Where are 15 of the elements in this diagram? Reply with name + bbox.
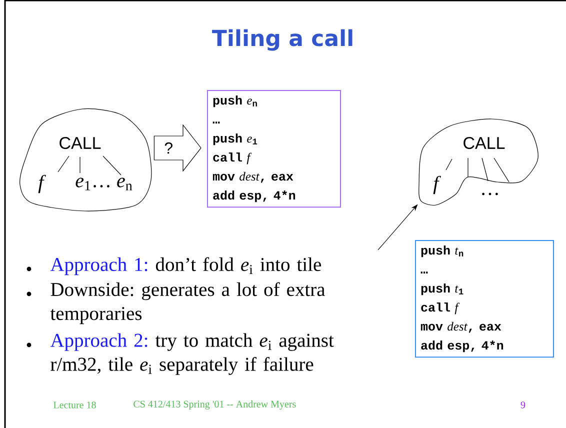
page-number: 9	[520, 402, 526, 408]
block-arrow	[154, 124, 202, 172]
footer-text: Lecture 18	[54, 402, 96, 408]
footer-text: CS 412/413 Spring '01 -- Andrew Myers	[134, 400, 296, 410]
code-box: push t$_{n}$ … push t$_{1}$ call f mov dest, eax add esp, 4*n	[415, 240, 554, 358]
bullet-text: Approach 1: don’t fold e$_{i}$ into tile	[50, 257, 321, 276]
title: Tiling a call	[212, 29, 352, 51]
bullet-text: Approach 2: try to match e$_{i}$ against r/m32, tile e$_{i}$ separately if failure	[50, 333, 334, 375]
edge-label: ?	[164, 142, 172, 154]
code-box: push e$_{n}$ … push e$_{1}$ call f mov dest, eax add esp, 4*n	[207, 90, 341, 208]
tree-drawing: CALL f …	[418, 118, 538, 206]
tree-drawing: CALL f e$_{1}$… e$_{n}$	[20, 108, 152, 212]
label: Approach 2:	[50, 333, 148, 351]
label: try to match e$_{i}$ against	[155, 333, 334, 351]
label: r/m32, tile e$_{i}$ separately if failure	[50, 356, 314, 375]
